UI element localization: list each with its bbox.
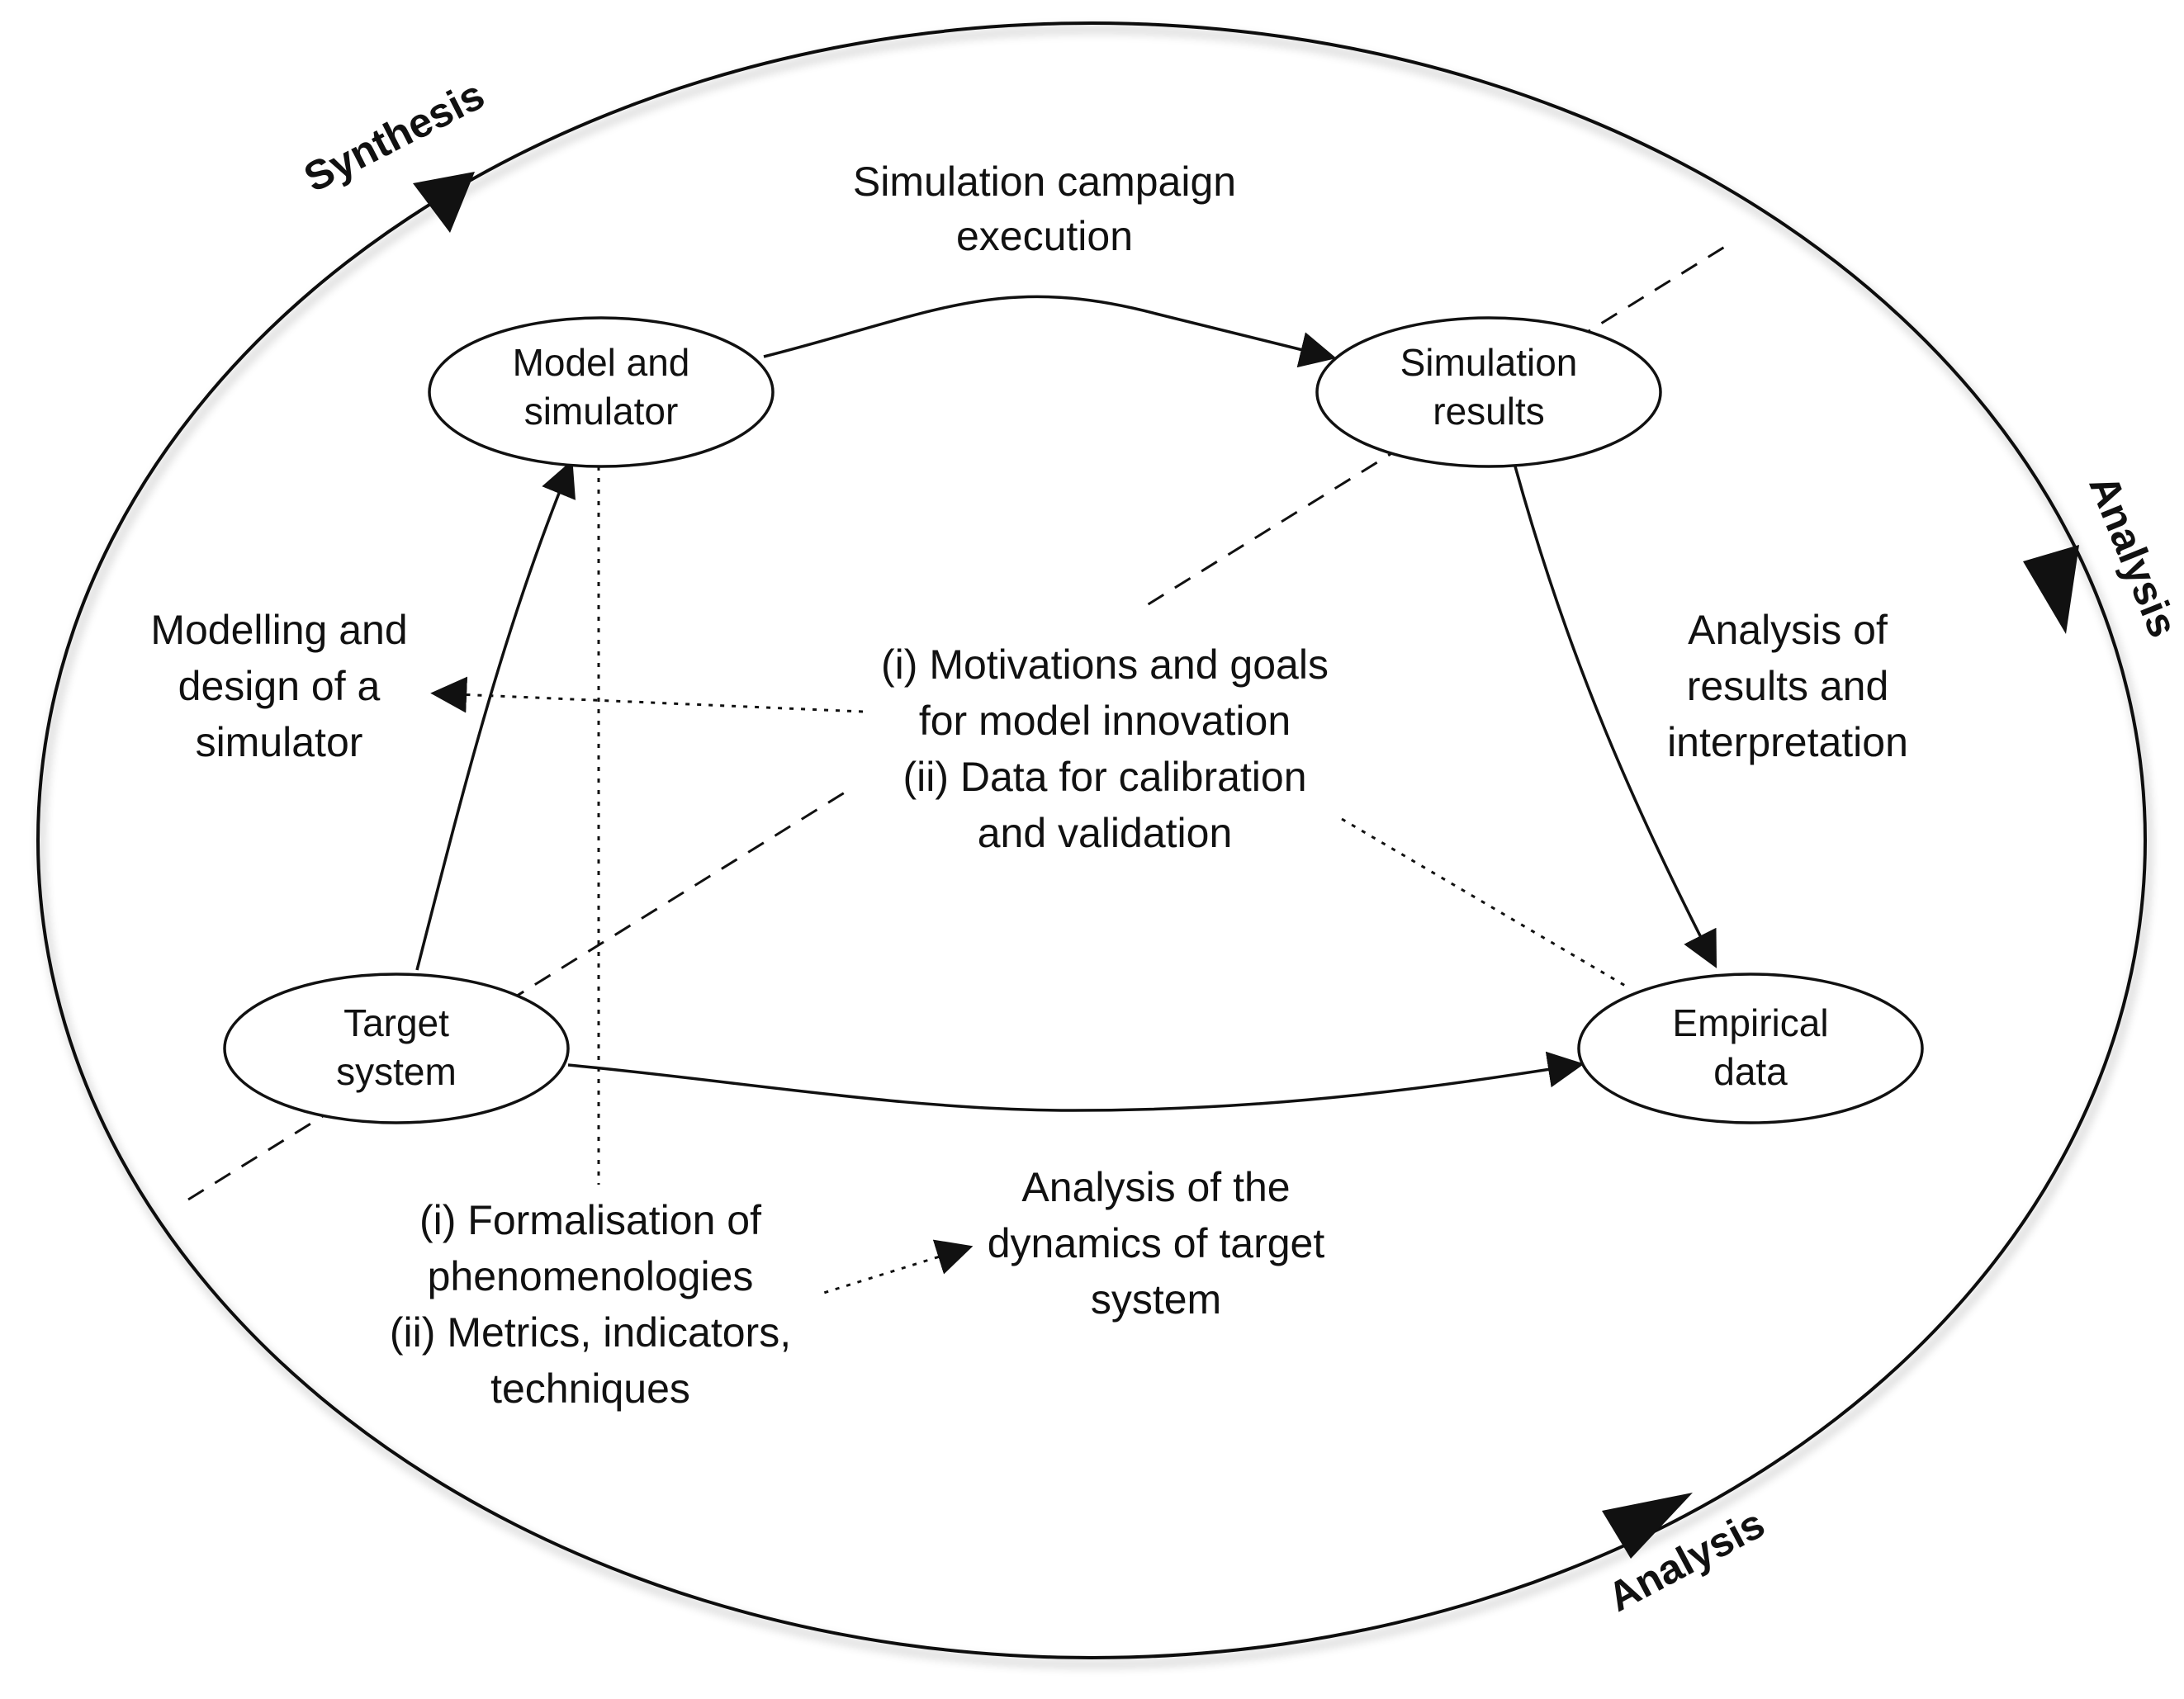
edge-label-line: simulator xyxy=(196,719,363,765)
node-model-simulator: Model and simulator xyxy=(428,316,775,468)
edge-results-to-empirical xyxy=(1514,466,1717,968)
note-line: and validation xyxy=(978,810,1233,856)
edge-label-line: interpretation xyxy=(1667,719,1908,765)
edge-label-line: design of a xyxy=(178,663,381,709)
node-simulation-results: Simulation results xyxy=(1315,316,1662,468)
edge-label-line: system xyxy=(1091,1276,1221,1323)
edge-label-line: dynamics of target xyxy=(988,1220,1325,1266)
label-campaign-execution: Simulation campaign execution xyxy=(853,159,1236,259)
note-line: (ii) Metrics, indicators, xyxy=(390,1309,791,1356)
edge-target-to-empirical xyxy=(567,1051,1585,1112)
note-line: (i) Formalisation of xyxy=(419,1197,761,1243)
dotted-formalisation-to-dynamics xyxy=(812,1239,974,1298)
note-line: techniques xyxy=(490,1365,690,1412)
node-label: Empirical xyxy=(1672,1001,1828,1044)
edge-label-line: Simulation campaign xyxy=(853,159,1236,205)
node-label: simulator xyxy=(524,390,679,433)
label-modelling-design: Modelling and design of a simulator xyxy=(150,607,407,765)
node-empirical-data: Empirical data xyxy=(1577,973,1924,1124)
dotted-motivations-to-empirical xyxy=(1341,817,1627,988)
outer-cycle-ellipse xyxy=(36,21,2147,1659)
node-label: system xyxy=(336,1050,457,1093)
node-label: results xyxy=(1433,390,1544,433)
cycle-arrow-bottom-icon xyxy=(1602,1493,1693,1559)
note-line: phenomenologies xyxy=(428,1253,754,1299)
note-motivations: (i) Motivations and goals for model inno… xyxy=(881,641,1329,856)
edge-label-line: execution xyxy=(956,213,1133,259)
node-label: Model and xyxy=(513,341,690,384)
edge-label-line: Analysis of the xyxy=(1021,1164,1290,1210)
note-line: (i) Motivations and goals xyxy=(881,641,1329,688)
note-line: for model innovation xyxy=(919,698,1291,744)
node-label: Target xyxy=(343,1001,449,1044)
edge-label-line: results and xyxy=(1687,663,1889,709)
label-analysis-results: Analysis of results and interpretation xyxy=(1667,607,1908,765)
cycle-arrow-top-icon xyxy=(413,172,475,233)
edge-label-line: Analysis of xyxy=(1688,607,1888,653)
node-label: data xyxy=(1713,1050,1788,1093)
node-target-system: Target system xyxy=(223,973,570,1124)
note-formalisation: (i) Formalisation of phenomenologies (ii… xyxy=(390,1197,791,1412)
cycle-arrow-right-icon xyxy=(2023,545,2079,634)
dotted-motivations-to-modelling xyxy=(430,676,864,713)
note-line: (ii) Data for calibration xyxy=(902,754,1306,800)
edge-label-line: Modelling and xyxy=(150,607,407,653)
edge-target-to-model xyxy=(415,459,576,971)
node-label: Simulation xyxy=(1400,341,1578,384)
cycle-label-analysis-right: Analysis xyxy=(2080,469,2184,644)
edge-model-to-results xyxy=(763,295,1337,368)
label-analysis-dynamics: Analysis of the dynamics of target syste… xyxy=(988,1164,1325,1323)
